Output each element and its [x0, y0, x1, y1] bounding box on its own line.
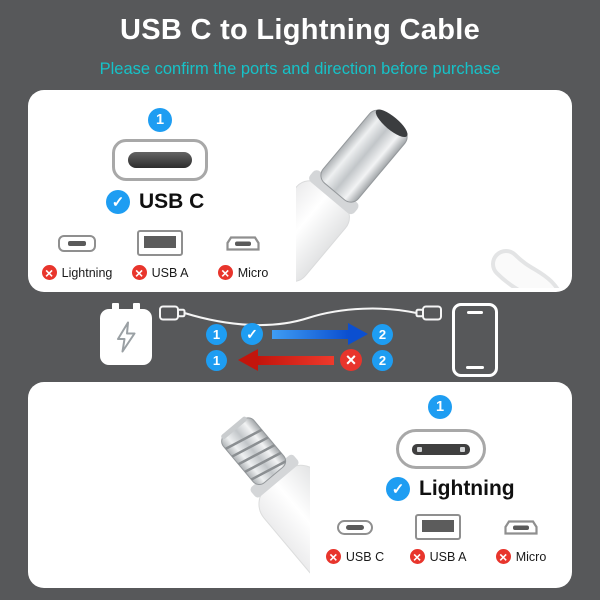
rejected-port-label: USB A: [429, 549, 467, 564]
cross-icon: ×: [325, 549, 341, 564]
rejected-port-usb-a: × USB A: [393, 512, 483, 564]
cross-icon: ×: [495, 549, 511, 564]
usbc-port-label: USB C: [139, 190, 205, 213]
usb-c-port-slot: [128, 152, 192, 168]
charger-icon: [100, 303, 152, 365]
cross-icon: ×: [409, 549, 425, 564]
usb-c-port-icon: [112, 139, 208, 181]
rejected-port-micro: × Micro: [198, 228, 288, 280]
direction-to-badge: 2: [372, 324, 393, 345]
lightning-port-label: Lightning: [419, 477, 515, 500]
cable-icon: [159, 305, 442, 327]
usb-a-port-icon: [137, 228, 183, 258]
usbc-confirm-row: ✓ USB C: [106, 190, 204, 214]
lightning-panel: 1 ✓ Lightning × USB C × USB A: [28, 382, 572, 588]
lightning-confirm-row: ✓ Lightning: [386, 477, 515, 501]
rejected-port-usb-c: × USB C: [310, 512, 400, 564]
usbc-connector-photo: [296, 109, 560, 288]
arrow-right-icon: [272, 323, 368, 345]
arrow-left-icon: [238, 349, 334, 371]
rejected-port-micro: × Micro: [476, 512, 566, 564]
cross-icon: ×: [131, 265, 147, 280]
cross-icon: ×: [41, 265, 57, 280]
rejected-port-lightning: × Lightning: [32, 228, 122, 280]
rejected-port-label: USB A: [151, 265, 189, 280]
direction-from-badge: 1: [206, 324, 227, 345]
usb-c-port-icon: [337, 512, 373, 542]
step-badge: 1: [428, 395, 452, 419]
check-icon: ✓: [386, 477, 410, 501]
rejected-port-label: Lightning: [61, 265, 113, 280]
rejected-port-label: USB C: [345, 549, 385, 564]
usb-a-port-icon: [415, 512, 461, 542]
usbc-panel: 1 ✓ USB C × Lightning × USB A: [28, 90, 572, 292]
micro-usb-port-icon: [226, 228, 260, 258]
page-title: USB C to Lightning Cable: [120, 14, 480, 46]
direction-to-badge: 2: [372, 350, 393, 371]
lightning-connector-photo: [221, 416, 310, 582]
cross-icon: ×: [340, 349, 362, 371]
direction-from-badge: 1: [206, 350, 227, 371]
page-subtitle: Please confirm the ports and direction b…: [99, 60, 501, 78]
check-icon: ✓: [106, 190, 130, 214]
phone-icon: [452, 303, 498, 377]
step-badge: 1: [148, 108, 172, 132]
rejected-port-label: Micro: [515, 549, 547, 564]
check-icon: ✓: [241, 323, 263, 345]
rejected-port-usb-a: × USB A: [115, 228, 205, 280]
lightning-bolt-icon: [117, 321, 136, 353]
lightning-port-icon: [396, 429, 486, 469]
micro-usb-port-icon: [504, 512, 538, 542]
lightning-port-icon: [58, 228, 96, 258]
cross-icon: ×: [217, 265, 233, 280]
rejected-port-label: Micro: [237, 265, 269, 280]
lightning-port-slot: [412, 443, 470, 455]
